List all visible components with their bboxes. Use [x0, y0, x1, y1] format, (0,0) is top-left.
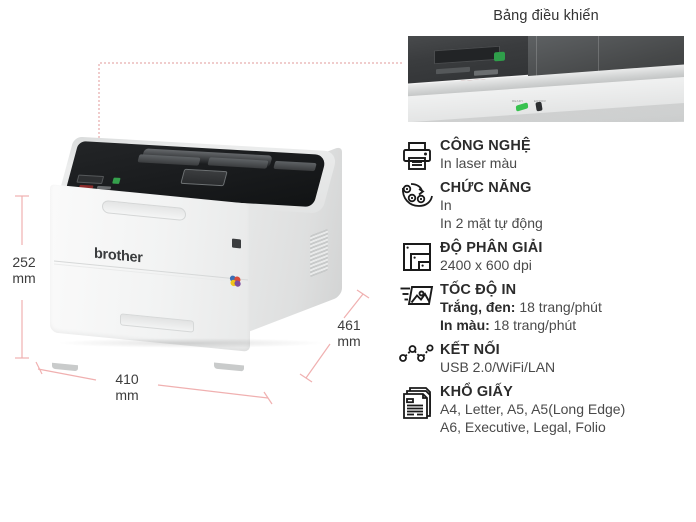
dimension-label-width: 410 mm: [98, 371, 156, 403]
spec-title: KẾT NỐI: [440, 341, 500, 358]
network-nodes-icon: [394, 342, 440, 365]
printer-product-image: brother: [42, 136, 362, 372]
dimension-value-depth: 461: [337, 317, 361, 333]
spec-line: A6, Executive, Legal, Folio: [440, 418, 606, 435]
resolution-icon: [394, 240, 440, 273]
spec-line: In màu: 18 trang/phút: [440, 316, 577, 333]
spec-title: ĐỘ PHÂN GIẢI: [440, 239, 543, 256]
width-dim-right: [157, 384, 269, 399]
control-panel-photo: READY ERROR: [408, 36, 684, 122]
spec-line: A4, Letter, A5, A5(Long Edge): [440, 401, 626, 417]
dimension-unit-width: mm: [115, 387, 139, 404]
spec-row-connectivity: KẾT NỐI USB 2.0/WiFi/LAN: [394, 342, 694, 377]
spec-row-print-speed: TỐC ĐỘ IN Trắng, đen: 18 trang/phút In m…: [394, 282, 694, 335]
gears-arrow-icon: [394, 180, 440, 211]
spec-title: CÔNG NGHỆ: [440, 138, 531, 154]
speed-image-icon: [394, 282, 440, 309]
spec-row-functions: CHỨC NĂNG In In 2 mặt tự động: [394, 180, 694, 233]
spec-line: In 2 mặt tự động: [440, 215, 543, 232]
spec-row-paper-size: KHỔ GIẤY A4, Letter, A5, A5(Long Edge) A…: [394, 384, 694, 437]
spec-row-technology: CÔNG NGHỆ In laser màu: [394, 138, 694, 173]
color-badge-icon: [228, 273, 243, 289]
dimension-unit-height: mm: [12, 270, 36, 287]
control-panel-inset: Bảng điều khiển READY ERROR: [404, 8, 688, 122]
dimension-label-height: 252 mm: [2, 254, 46, 286]
spec-line: Trắng, đen: 18 trang/phút: [440, 299, 602, 316]
printer-icon: [394, 138, 440, 173]
spec-title: CHỨC NĂNG: [440, 180, 532, 197]
spec-line: 2400 x 600 dpi: [440, 257, 532, 274]
dimension-label-depth: 461 mm: [328, 317, 370, 349]
depth-dim-tick-bottom: [299, 373, 313, 383]
spec-line: In: [440, 197, 452, 214]
dimension-unit-depth: mm: [337, 333, 361, 350]
width-dim-tick-right: [263, 391, 273, 405]
spec-title: TỐC ĐỘ IN: [440, 281, 517, 298]
dimension-value-height: 252: [12, 254, 36, 270]
dimension-value-width: 410: [115, 371, 139, 387]
spec-title: KHỔ GIẤY: [440, 383, 513, 400]
spec-line: USB 2.0/WiFi/LAN: [440, 358, 556, 375]
inset-caption: Bảng điều khiển: [493, 8, 599, 24]
paper-stack-icon: [394, 384, 440, 419]
specifications-list: CÔNG NGHỆ In laser màu: [394, 138, 694, 444]
spec-row-resolution: ĐỘ PHÂN GIẢI 2400 x 600 dpi: [394, 240, 694, 275]
spec-line: In laser màu: [440, 155, 518, 172]
